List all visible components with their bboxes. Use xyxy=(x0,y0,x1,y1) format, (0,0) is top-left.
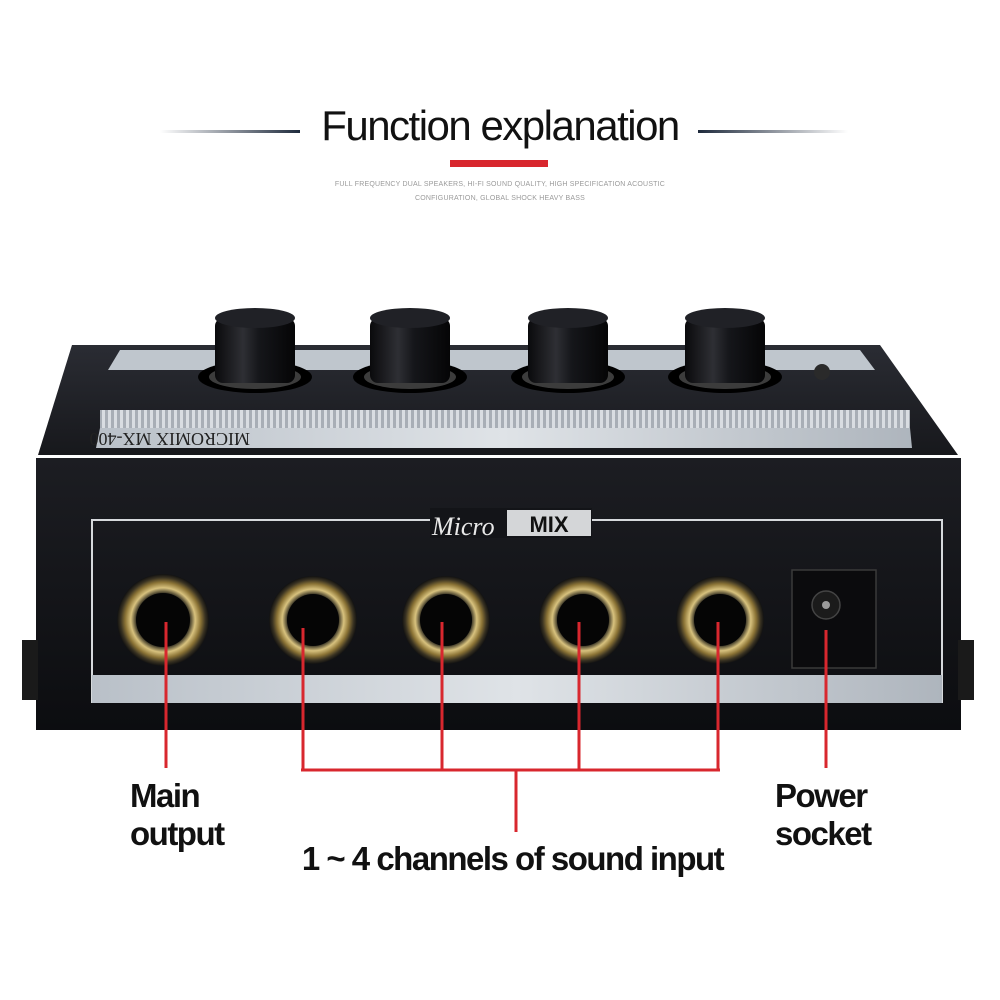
page-title: Function explanation xyxy=(321,102,680,149)
jack-input-2 xyxy=(539,576,627,664)
knob-2 xyxy=(353,308,467,393)
header-line-left xyxy=(160,130,300,133)
knob-3 xyxy=(511,308,625,393)
knobs xyxy=(198,308,782,393)
jacks xyxy=(117,569,877,669)
title-underline xyxy=(450,160,548,167)
svg-text:MICROMIX MX-400: MICROMIX MX-400 xyxy=(89,429,250,449)
brand-script: Micro xyxy=(431,512,495,541)
knob-1 xyxy=(198,308,312,393)
inputs-label: 1 ~ 4 channels of sound input xyxy=(301,840,725,877)
header-line-right xyxy=(698,130,848,133)
knob-4 xyxy=(668,308,782,393)
callout-lines xyxy=(164,622,828,832)
jack-main-output xyxy=(117,574,209,666)
jack-input-1 xyxy=(676,576,764,664)
power-socket-label: Power socket xyxy=(775,777,872,852)
main-output-label: Main output xyxy=(130,777,225,852)
top-panel: MICROMIX MX-400 OUTPUT INPUT4 INPUT3 INP… xyxy=(38,345,958,470)
jack-input-4 xyxy=(269,576,357,664)
brand-bold: MIX xyxy=(529,512,568,537)
power-socket xyxy=(791,569,877,669)
page-subtitle: FULL FREQUENCY DUAL SPEAKERS, HI-FI SOUN… xyxy=(334,181,666,202)
jack-input-3 xyxy=(402,576,490,664)
